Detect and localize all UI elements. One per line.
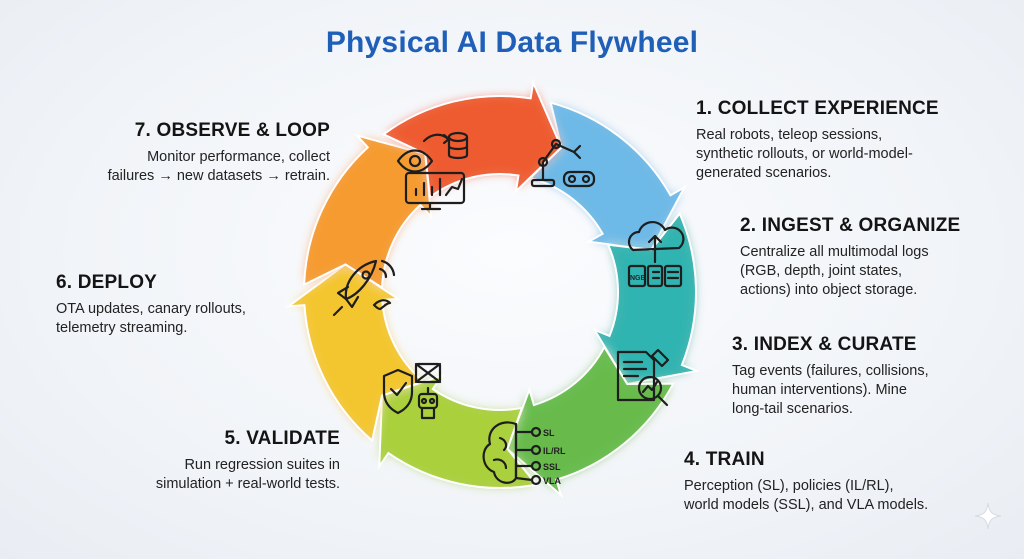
step-description: Run regression suites in simulation + re… — [155, 457, 340, 492]
rocket-wifi-icon — [332, 259, 396, 317]
step-heading: 5. VALIDATE — [224, 428, 340, 449]
step-description: Tag events (failures, collisions, human … — [732, 363, 929, 417]
step-heading: 2. INGEST & ORGANIZE — [740, 215, 961, 236]
image-file-tag: NGB — [630, 275, 646, 282]
shield-check-robot-icon — [382, 362, 442, 420]
step-ingest-organize: 2. INGEST & ORGANIZE Centralize all mult… — [740, 215, 1010, 300]
step-heading: 6. DEPLOY — [56, 272, 158, 293]
sparkle-icon — [974, 502, 1002, 535]
step-description: Monitor performance, collect failures → … — [107, 149, 330, 184]
brain-label: IL/RL — [543, 446, 566, 456]
cloud-upload-files-icon: NGB — [627, 220, 685, 288]
step-heading: 4. TRAIN — [684, 449, 765, 470]
step-index-curate: 3. INDEX & CURATE Tag events (failures, … — [732, 334, 1012, 419]
step-collect-experience: 1. COLLECT EXPERIENCE Real robots, teleo… — [696, 98, 996, 183]
brain-label: SL — [543, 428, 555, 438]
step-description: Perception (SL), policies (IL/RL), world… — [684, 478, 929, 513]
step-deploy: 6. DEPLOY OTA updates, canary rollouts, … — [56, 272, 306, 338]
arrow-segment-train — [378, 373, 539, 489]
brain-label: VLA — [543, 476, 562, 486]
eye-database-chart-icon — [396, 131, 469, 211]
arrow-segment-observe — [381, 79, 563, 199]
arrow-segment-validate — [285, 263, 426, 443]
brain-gears-icon: SL IL/RL SSL VLA — [482, 421, 566, 486]
arrow-segment-index — [506, 345, 675, 499]
step-description: Real robots, teleop sessions, synthetic … — [696, 127, 913, 181]
robot-arm-vr-headset-icon — [530, 138, 596, 188]
arrow-segment-ingest — [592, 211, 701, 386]
step-description: Centralize all multimodal logs (RGB, dep… — [740, 244, 929, 298]
step-train: 4. TRAIN Perception (SL), policies (IL/R… — [684, 449, 1004, 515]
step-heading: 7. OBSERVE & LOOP — [134, 120, 330, 141]
step-description: OTA updates, canary rollouts, telemetry … — [56, 301, 246, 336]
arrow-segment-collect — [528, 101, 687, 251]
step-heading: 1. COLLECT EXPERIENCE — [696, 98, 939, 119]
step-validate: 5. VALIDATE Run regression suites in sim… — [110, 428, 340, 494]
brain-label: SSL — [543, 462, 561, 472]
step-heading: 3. INDEX & CURATE — [732, 334, 917, 355]
step-observe-loop: 7. OBSERVE & LOOP Monitor performance, c… — [62, 120, 330, 186]
arrow-segment-deploy — [303, 133, 433, 290]
page-title: Physical AI Data Flywheel — [325, 26, 699, 59]
document-magnifier-tag-icon — [616, 348, 670, 407]
